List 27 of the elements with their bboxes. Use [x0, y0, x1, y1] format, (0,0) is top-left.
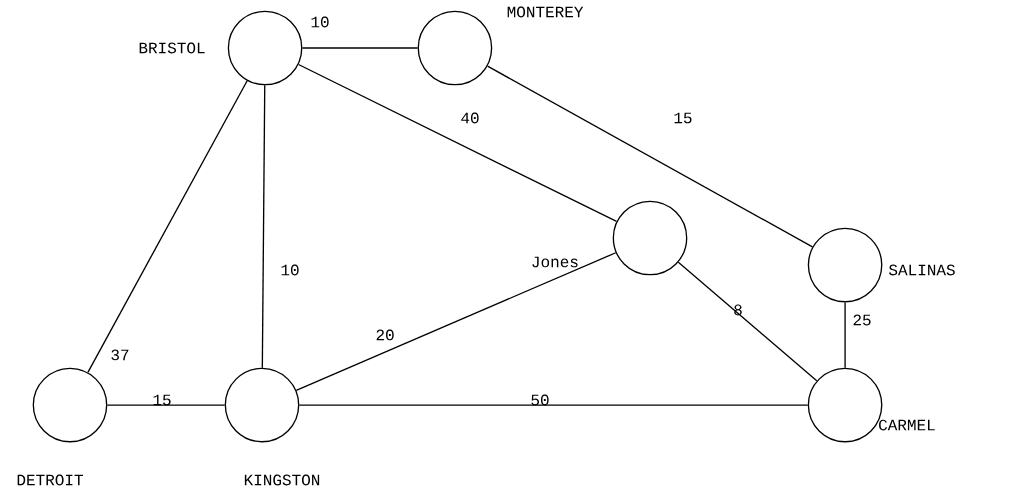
city-name: SALINAS: [889, 264, 955, 276]
distance-label: 8: [734, 304, 742, 316]
city-name: DETROIT: [17, 474, 83, 486]
distance-label: 50: [531, 394, 549, 406]
road-line: [295, 252, 617, 391]
road-line: [297, 63, 618, 223]
road-line: [106, 404, 226, 406]
road-line: [844, 301, 846, 369]
city-name: KINGSTON: [244, 474, 320, 486]
road-line: [301, 47, 419, 49]
distance-label: 37: [111, 349, 129, 361]
city-name: CARMEL: [879, 419, 935, 431]
road-line: [298, 404, 809, 406]
distance-label: 10: [281, 264, 299, 276]
road-line: [87, 80, 248, 373]
city-name: BRISTOL: [139, 42, 205, 54]
road-line: [677, 261, 818, 382]
city-name: MONTEREY: [507, 6, 584, 18]
distance-label: 40: [461, 112, 479, 124]
distance-label: 10: [311, 16, 329, 28]
city-name: Jones: [532, 256, 578, 268]
distance-label: 25: [853, 314, 871, 326]
distance-label: 15: [153, 394, 171, 406]
distance-label: 15: [674, 112, 692, 124]
distance-label: 20: [376, 329, 394, 341]
road-line: [486, 65, 814, 248]
road-line: [261, 84, 266, 369]
